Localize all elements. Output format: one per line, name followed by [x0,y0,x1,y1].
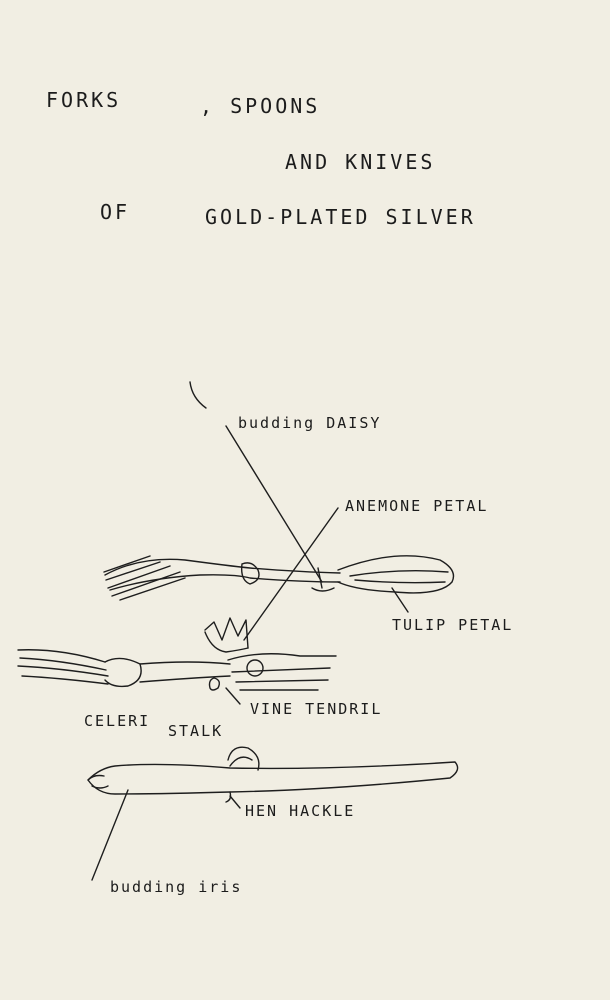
label-anemone-petal: ANEMONE PETAL [345,497,489,515]
label-tulip-petal: TULIP PETAL [392,616,514,634]
label-hen-hackle: HEN HACKLE [245,802,356,820]
knife-sketch [87,746,459,803]
title-gold-plated-silver: GOLD-PLATED SILVER [205,205,476,229]
spoon-sketch [103,555,455,601]
label-stalk: STALK [168,722,224,740]
label-celeri: CELERI [84,712,151,730]
label-budding-iris: budding iris [110,878,243,896]
title-spoons: , SPOONS [200,94,321,118]
title-forks: FORKS [46,88,122,112]
label-vine-tendril: VINE TENDRIL [250,700,383,718]
leader-lines [91,381,409,881]
title-of: OF [100,200,131,224]
fork-sketch [17,617,337,691]
label-budding-daisy: budding DAISY [238,414,382,432]
title-and-knives: AND KNIVES [285,150,436,174]
